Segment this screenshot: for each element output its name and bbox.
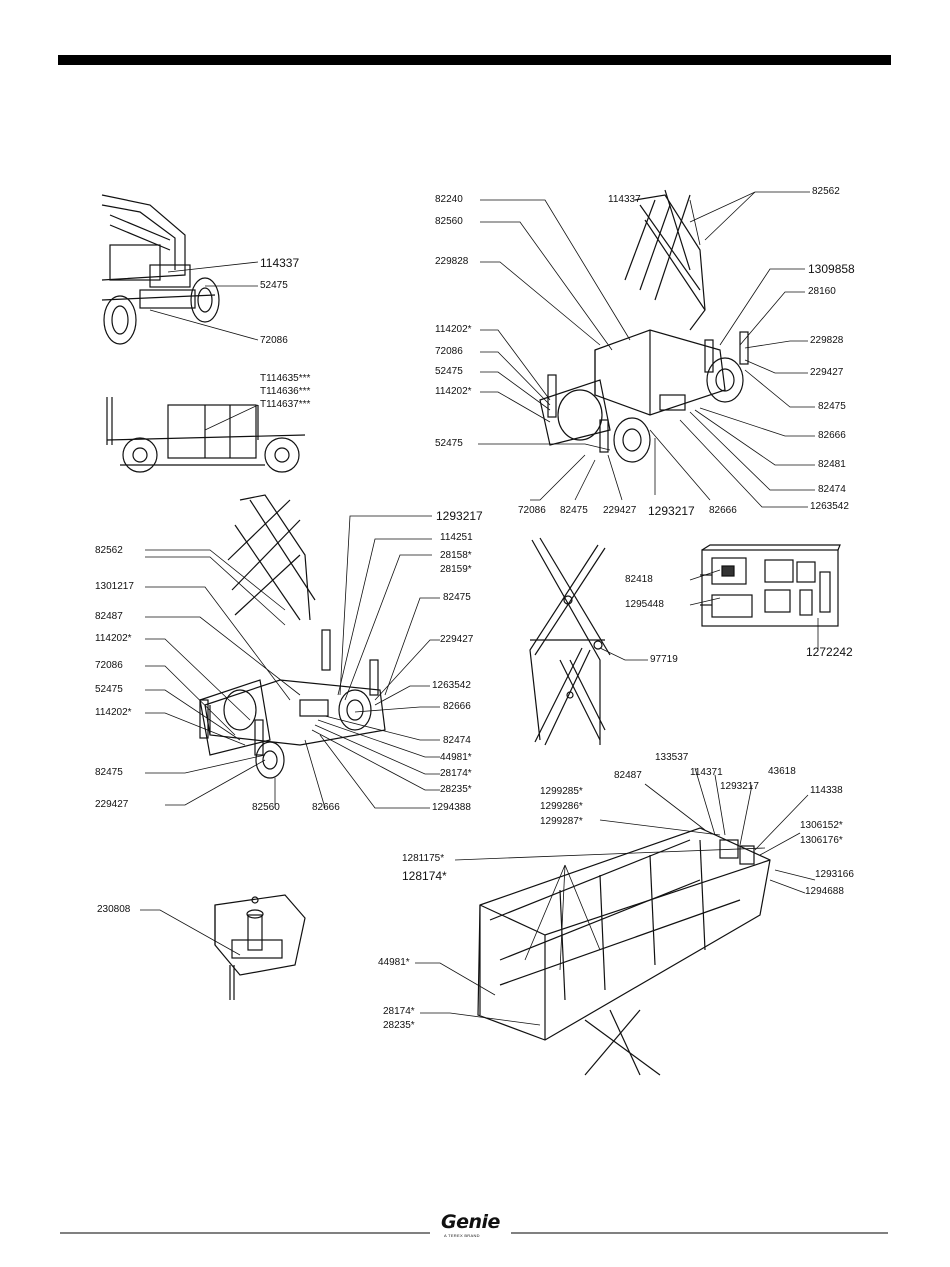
part-label: 28174* [383, 1006, 415, 1017]
part-label: 114202* [95, 707, 132, 718]
part-label: 1293217 [436, 509, 483, 523]
platform-deck [477, 827, 771, 1076]
part-label: T114637*** [260, 399, 311, 410]
part-label: 114337 [608, 194, 641, 205]
leaders-platform [415, 767, 816, 1026]
part-label: 1294388 [432, 802, 471, 813]
header-bar [58, 55, 891, 65]
part-label: 114202* [435, 324, 472, 335]
part-label: 82481 [818, 459, 846, 470]
machine-chassis-view [539, 189, 749, 463]
part-label: 114337 [260, 256, 300, 270]
part-label: 72086 [95, 660, 123, 671]
part-label: 52475 [435, 438, 463, 449]
part-label: 1295448 [625, 599, 664, 610]
leaders-control-box-2 [140, 909, 241, 956]
part-label: 28158* [440, 550, 472, 561]
part-label: 1293217 [720, 781, 759, 792]
part-label: 229427 [95, 799, 129, 810]
part-label: 82474 [443, 735, 471, 746]
part-label: 1301217 [95, 581, 134, 592]
part-label: 52475 [95, 684, 123, 695]
part-label: 114338 [810, 785, 843, 796]
part-label: 230808 [97, 904, 131, 915]
part-label: 82666 [818, 430, 846, 441]
part-label: 1294688 [805, 886, 844, 897]
part-label: 1306176* [800, 835, 843, 846]
part-label: 229828 [435, 256, 469, 267]
machine-raised-view [199, 494, 386, 779]
part-label: 28235* [440, 784, 472, 795]
brand-tagline: A TEREX BRAND [444, 1233, 480, 1238]
leaders-control-box [689, 569, 819, 650]
part-label: 97719 [650, 654, 678, 665]
part-label: 82475 [560, 505, 588, 516]
part-label: 229427 [810, 367, 844, 378]
part-label: 114202* [435, 386, 472, 397]
part-label: 82474 [818, 484, 846, 495]
part-label: 229828 [810, 335, 844, 346]
part-label: 133537 [655, 752, 689, 763]
part-label: 82666 [312, 802, 340, 813]
part-label: 82666 [443, 701, 471, 712]
platform-control-box [214, 894, 306, 1000]
part-label: 229427 [440, 634, 474, 645]
scissor-arm-detail [529, 537, 611, 746]
part-label: 82560 [435, 216, 463, 227]
control-panel-box [700, 544, 841, 627]
part-label: 1281175* [402, 853, 445, 864]
part-label: 28174* [440, 768, 472, 779]
part-label: 1263542 [432, 680, 471, 691]
part-label: 44981* [440, 752, 472, 763]
part-label: 82475 [95, 767, 123, 778]
part-label: 1299285* [540, 786, 583, 797]
part-label: 128174* [402, 869, 447, 883]
part-label: 1306152* [800, 820, 843, 831]
part-label: 114202* [95, 633, 132, 644]
part-label: T114635*** [260, 373, 311, 384]
leaders-tray [204, 404, 259, 431]
part-label: T114636*** [260, 386, 311, 397]
part-label: 82418 [625, 574, 653, 585]
part-label: 82487 [95, 611, 123, 622]
leaders-scissor [599, 647, 648, 661]
part-label: 28159* [440, 564, 472, 575]
part-label: 82475 [818, 401, 846, 412]
part-label: 114371 [690, 767, 723, 778]
part-label: 82560 [252, 802, 280, 813]
part-label: 52475 [435, 366, 463, 377]
part-label: 1299286* [540, 801, 583, 812]
part-label: 82666 [709, 505, 737, 516]
part-label: 82562 [812, 186, 840, 197]
part-label: 28235* [383, 1020, 415, 1031]
machine-rear-view [101, 194, 220, 345]
part-label: 1272242 [806, 645, 853, 659]
part-label: 1263542 [810, 501, 849, 512]
leaders-raised-view [145, 515, 440, 809]
part-label: 114251 [440, 532, 473, 543]
leaders-chassis [478, 191, 815, 508]
machine-side-tray [106, 397, 306, 473]
part-label: 72086 [435, 346, 463, 357]
part-label: 82487 [614, 770, 642, 781]
part-label: 1293217 [648, 504, 695, 518]
part-label: 1299287* [540, 816, 583, 827]
part-label: 82240 [435, 194, 463, 205]
part-label: 229427 [603, 505, 637, 516]
part-label: 28160 [808, 286, 836, 297]
part-label: 72086 [518, 505, 546, 516]
part-label: 43618 [768, 766, 796, 777]
part-label: 44981* [378, 957, 410, 968]
part-label: 82562 [95, 545, 123, 556]
part-label: 1293166 [815, 869, 854, 880]
leaders-rear-view [149, 261, 259, 341]
brand-logo: Genie [441, 1211, 500, 1233]
part-label: 1309858 [808, 262, 855, 276]
part-label: 52475 [260, 280, 288, 291]
part-label: 72086 [260, 335, 288, 346]
part-label: 82475 [443, 592, 471, 603]
